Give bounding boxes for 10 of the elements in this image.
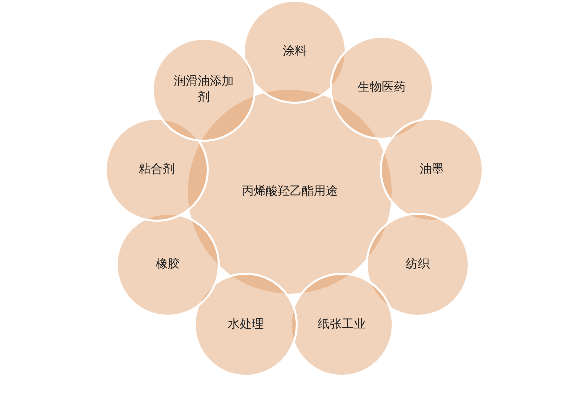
circle-label: 油墨: [420, 162, 444, 178]
circle-label: 润滑油添加剂: [173, 74, 235, 106]
circle-label: 生物医药: [358, 80, 406, 96]
circle-label: 橡胶: [156, 257, 180, 273]
circle-label: 丙烯酸羟乙酯用途: [242, 184, 338, 200]
circle-label: 粘合剂: [139, 162, 175, 178]
circle-label: 纸张工业: [318, 317, 366, 333]
circle-label: 纺织: [406, 257, 430, 273]
circle-label: 水处理: [228, 317, 264, 333]
circle-label: 涂料: [283, 44, 307, 60]
